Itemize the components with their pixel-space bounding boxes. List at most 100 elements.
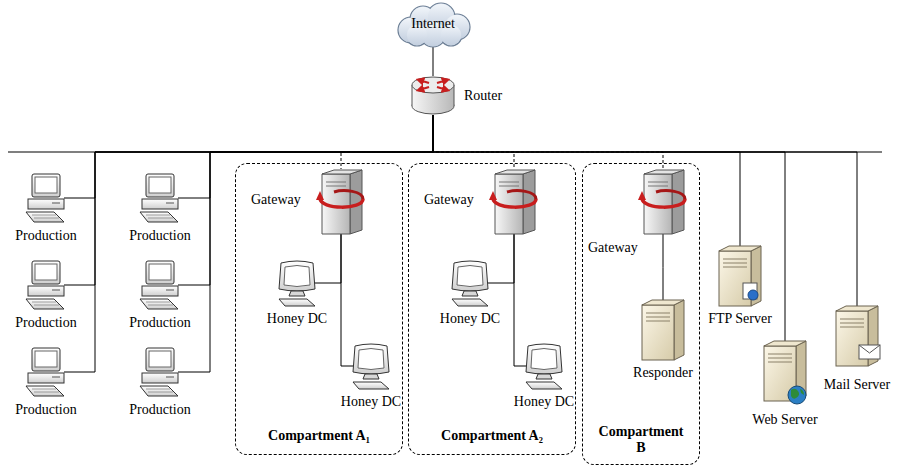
gateway-icon: [316, 168, 366, 236]
network-link: [64, 115, 433, 372]
icon-part: [140, 386, 178, 396]
router-arrow: [419, 87, 429, 90]
router-arrow: [437, 87, 447, 90]
compartment-box: Compartment BGatewayResponder: [582, 163, 700, 465]
icon-part: [526, 344, 562, 374]
web-globe: [788, 386, 806, 404]
monitor-node: Honey DC: [437, 259, 503, 331]
icon-part: [457, 266, 483, 287]
server-node: Web Server: [745, 340, 825, 430]
icon-part: [642, 198, 685, 207]
monitor-icon: [522, 342, 566, 390]
icon-part: [495, 170, 535, 174]
icon-part: [358, 349, 384, 370]
desktop-case: [28, 199, 64, 209]
desktop-case: [28, 373, 64, 383]
monitor: [146, 261, 174, 284]
device-label: Honey DC: [338, 394, 404, 410]
network-link: [178, 115, 433, 285]
icon-part: [32, 215, 59, 218]
gateway-icon: [489, 168, 539, 236]
pc-node: Production: [118, 259, 202, 335]
network-link: [64, 115, 433, 198]
pc-node: Production: [118, 172, 202, 248]
server-node: Mail Server: [815, 305, 899, 395]
monitor: [32, 174, 60, 197]
screen: [35, 177, 57, 193]
server-icon: [638, 299, 688, 361]
icon-part: [166, 203, 174, 204]
icon-part: [146, 389, 173, 392]
monitor: [32, 261, 60, 284]
icon-part: [493, 198, 536, 207]
router-icon: [410, 74, 456, 116]
icon-part: [32, 389, 59, 392]
icon-part: [52, 290, 60, 291]
screen: [35, 351, 57, 367]
pc-icon: [24, 346, 68, 398]
icon-part: [648, 182, 668, 186]
device-label: Responder: [623, 365, 703, 381]
pc-icon: [138, 346, 182, 398]
network-link: [433, 115, 514, 169]
screen: [35, 264, 57, 280]
cloud-node: Internet: [393, 2, 473, 48]
server-icon: [760, 340, 810, 406]
icon-part: [452, 261, 488, 291]
icon-part: [674, 300, 684, 360]
icon-part: [462, 291, 478, 296]
icon-part: [489, 191, 497, 200]
monitor: [146, 174, 174, 197]
screen: [149, 264, 171, 280]
network-link: [663, 234, 664, 300]
icon-part: [723, 259, 747, 267]
desktop-case: [28, 286, 64, 296]
pc-node: Production: [4, 172, 88, 248]
icon-part: [531, 349, 557, 370]
icon-part: [279, 299, 315, 306]
icon-part: [840, 319, 864, 327]
monitor-node: Honey DC: [511, 342, 577, 414]
icon-part: [353, 344, 389, 374]
screen: [149, 351, 171, 367]
compartment-label: Compartment A₁: [236, 428, 402, 444]
monitor-icon: [349, 342, 393, 390]
icon-part: [791, 389, 804, 399]
device-label: Production: [4, 315, 88, 331]
icon-part: [363, 374, 379, 379]
device-label: Mail Server: [815, 377, 899, 393]
gateway-node: Gateway: [588, 168, 698, 258]
pc-icon: [138, 259, 182, 311]
icon-part: [768, 354, 792, 362]
network-link: [315, 234, 341, 283]
network-link: [488, 234, 514, 283]
compartment-label: Compartment A₂: [409, 428, 575, 444]
icon-part: [764, 341, 806, 346]
icon-part: [26, 299, 64, 309]
icon-part: [859, 345, 880, 353]
pc-icon: [138, 172, 182, 224]
pc-node: Production: [118, 346, 202, 422]
icon-part: [353, 382, 389, 389]
ftp-badge: [743, 283, 757, 299]
icon-part: [644, 170, 684, 174]
router-top: [412, 77, 454, 93]
network-link: [433, 47, 434, 76]
icon-part: [166, 377, 174, 378]
icon-part: [452, 299, 488, 306]
icon-part: [279, 261, 315, 291]
device-label: Router: [464, 88, 520, 104]
monitor-icon: [275, 259, 319, 307]
device-label: Production: [118, 228, 202, 244]
server-node: Responder: [623, 299, 703, 383]
icon-part: [642, 300, 684, 305]
icon-part: [638, 191, 646, 200]
icon-part: [166, 290, 174, 291]
device-label: Internet: [393, 16, 473, 32]
device-label: Production: [4, 228, 88, 244]
device-label: Production: [118, 315, 202, 331]
router-arrow: [419, 80, 429, 83]
desktop-case: [142, 199, 178, 209]
server-icon: [715, 245, 765, 307]
